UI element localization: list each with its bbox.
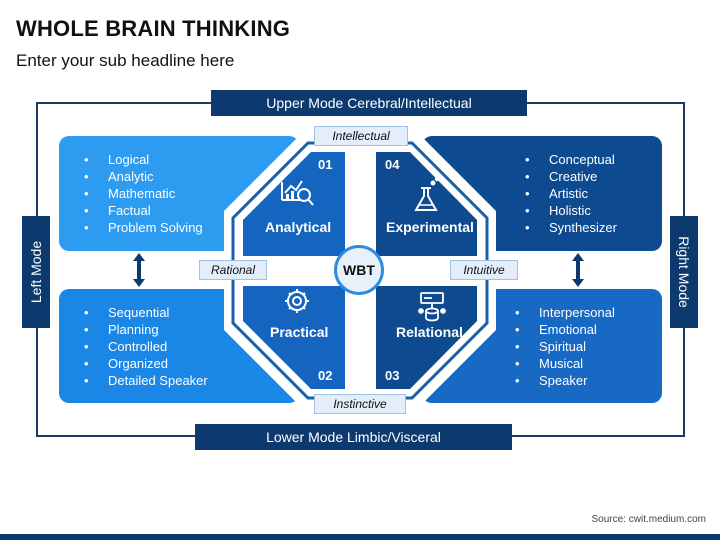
relational-number: 03	[385, 368, 400, 383]
quadrant-relational	[376, 286, 477, 389]
list-top-left: Logical Analytic Mathematic Factual Prob…	[84, 151, 203, 236]
list-item: Controlled	[84, 338, 208, 355]
list-item: Analytic	[84, 168, 203, 185]
list-top-right: Conceptual Creative Artistic Holistic Sy…	[525, 151, 617, 236]
list-item: Organized	[84, 355, 208, 372]
right-mode-label: Right Mode	[670, 216, 698, 328]
list-item: Problem Solving	[84, 219, 203, 236]
page-subtitle: Enter your sub headline here	[16, 51, 235, 70]
list-item: Factual	[84, 202, 203, 219]
list-bottom-left: Sequential Planning Controlled Organized…	[84, 304, 208, 389]
quadrant-experimental	[376, 152, 477, 256]
tag-rational: Rational	[199, 260, 267, 280]
chart-magnifier-icon	[281, 180, 314, 206]
list-item: Mathematic	[84, 185, 203, 202]
list-item: Detailed Speaker	[84, 372, 208, 389]
list-item: Conceptual	[525, 151, 617, 168]
list-item: Planning	[84, 321, 208, 338]
gear-icon	[285, 289, 309, 313]
experimental-label: Experimental	[386, 219, 474, 235]
relational-label: Relational	[396, 324, 463, 340]
source-note: Source: cwit.medium.com	[591, 514, 706, 525]
list-item: Artistic	[525, 185, 617, 202]
quadrant-analytical	[243, 152, 345, 256]
list-bottom-right: Interpersonal Emotional Spiritual Musica…	[515, 304, 615, 389]
analytical-label: Analytical	[265, 219, 332, 235]
tag-intuitive: Intuitive	[450, 260, 518, 280]
list-item: Creative	[525, 168, 617, 185]
bottom-bar	[0, 534, 720, 540]
center-label: WBT	[334, 245, 384, 295]
list-item: Speaker	[515, 372, 615, 389]
double-arrow-right-icon	[572, 253, 584, 287]
list-item: Logical	[84, 151, 203, 168]
experimental-number: 04	[385, 157, 400, 172]
quadrant-practical	[243, 286, 345, 389]
list-item: Emotional	[515, 321, 615, 338]
list-item: Spiritual	[515, 338, 615, 355]
list-item: Sequential	[84, 304, 208, 321]
list-item: Interpersonal	[515, 304, 615, 321]
flask-icon	[414, 176, 440, 211]
list-item: Synthesizer	[525, 219, 617, 236]
tag-intellectual: Intellectual	[314, 126, 408, 146]
network-database-icon	[418, 292, 446, 322]
left-mode-label: Left Mode	[22, 216, 50, 328]
practical-number: 02	[318, 368, 333, 383]
double-arrow-left-icon	[133, 253, 145, 287]
lower-mode-label: Lower Mode Limbic/Visceral	[195, 424, 512, 450]
list-item: Holistic	[525, 202, 617, 219]
page-title: WHOLE BRAIN THINKING	[16, 16, 291, 41]
upper-mode-label: Upper Mode Cerebral/Intellectual	[211, 90, 527, 116]
tag-instinctive: Instinctive	[314, 394, 406, 414]
analytical-number: 01	[318, 157, 333, 172]
list-item: Musical	[515, 355, 615, 372]
practical-label: Practical	[270, 324, 329, 340]
